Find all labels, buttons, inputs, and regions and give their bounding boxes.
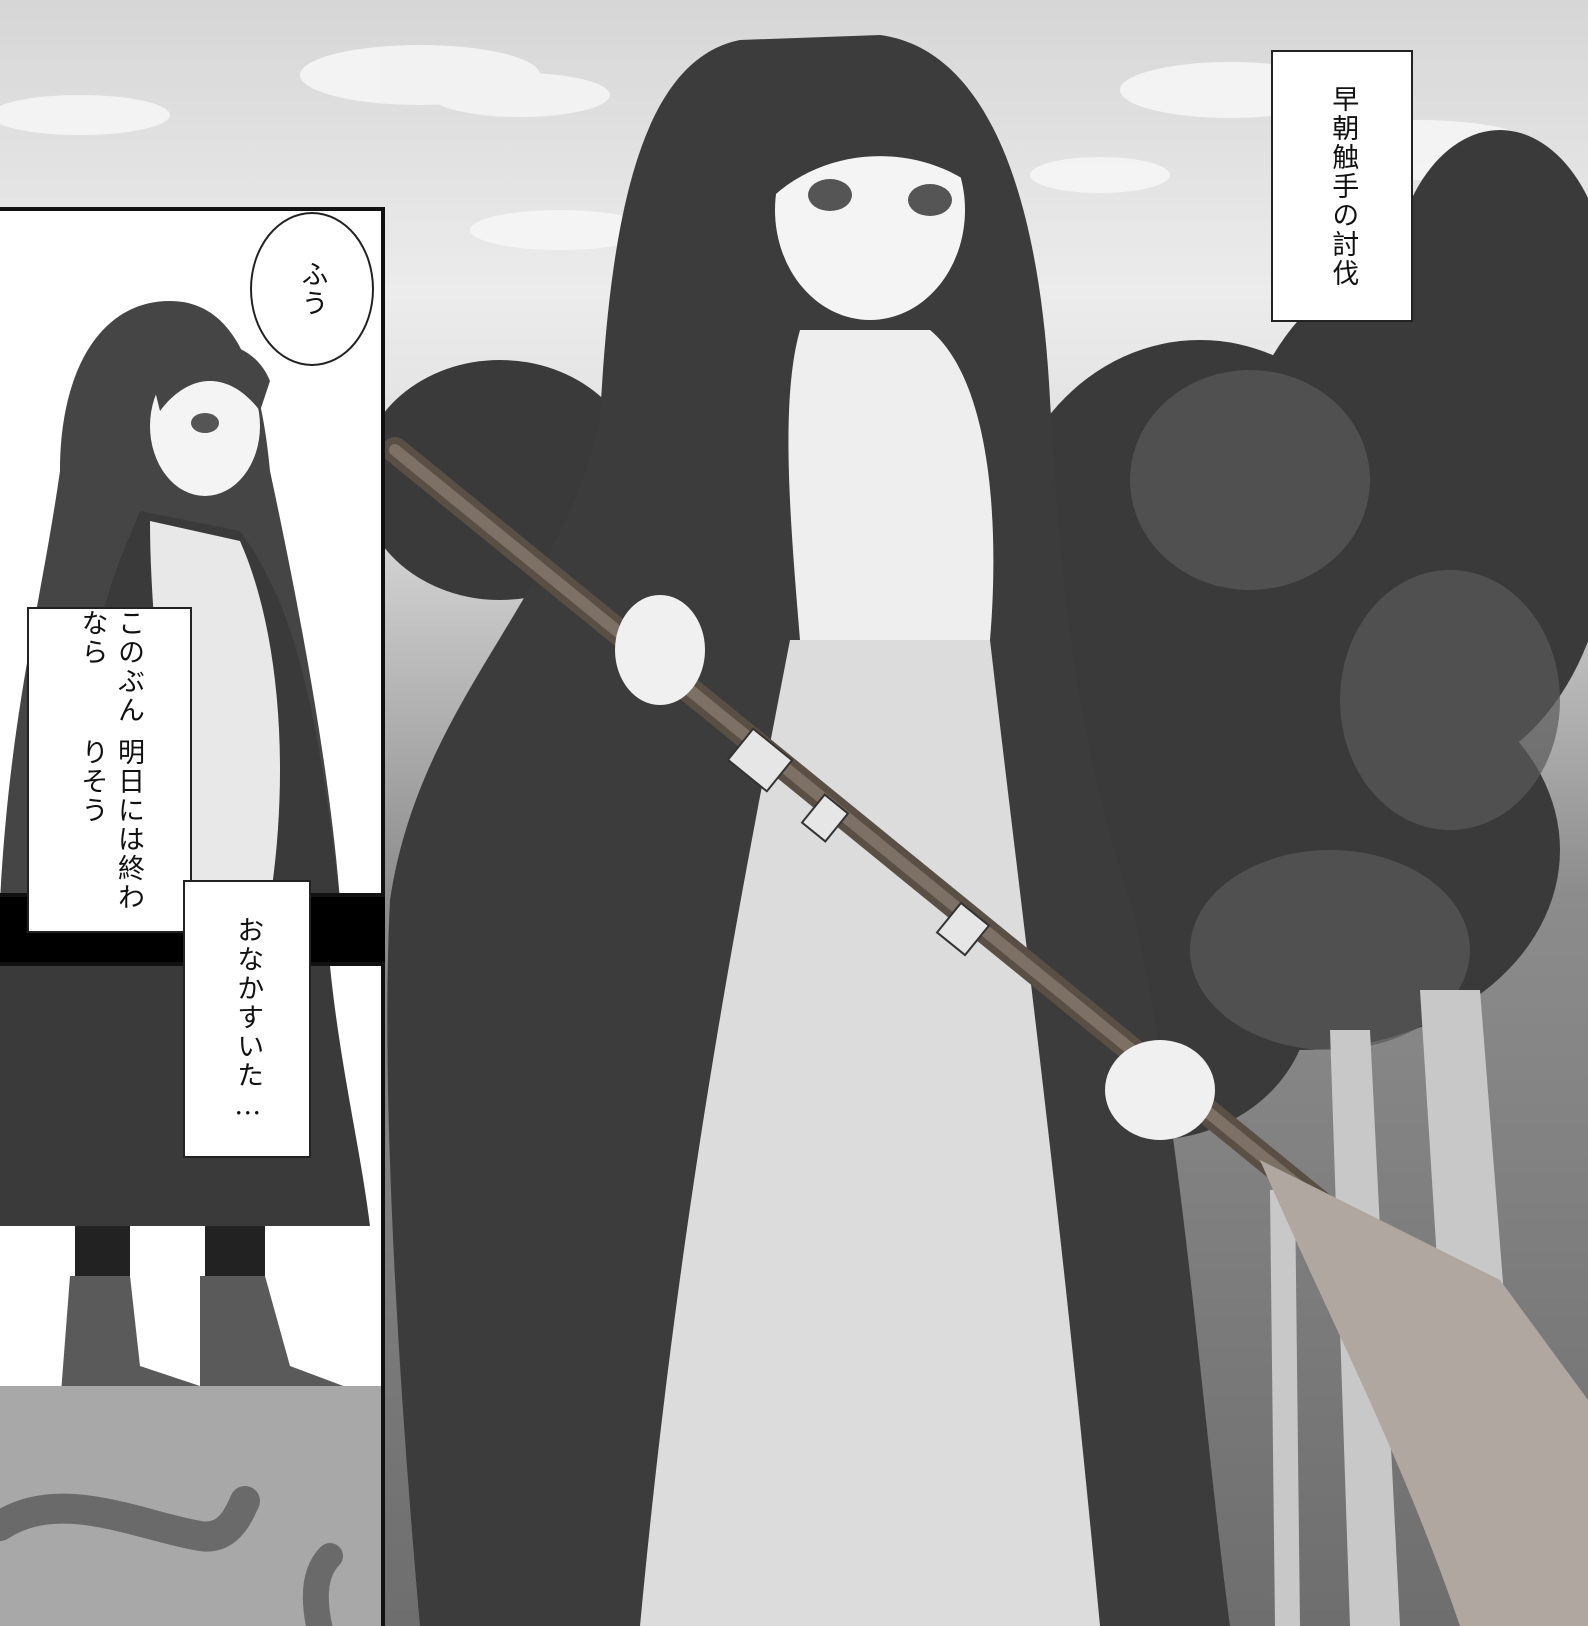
narration-box-middle: おなかすいた…: [183, 880, 311, 1158]
figure-dress: [640, 640, 1100, 1626]
figure-blouse: [788, 330, 994, 640]
speech-bubble-text: ふう: [296, 260, 328, 318]
narration-line-2: 触手の討伐: [1327, 142, 1359, 288]
narration-box-left: このぶんなら 明日には終わりそう: [27, 607, 192, 933]
narration-line-1: 早朝: [1327, 84, 1359, 143]
broom-head: [1260, 1160, 1588, 1626]
narration-line-1: このぶんなら: [76, 609, 144, 725]
speech-bubble: ふう: [250, 212, 374, 366]
narration-text: おなかすいた…: [232, 915, 264, 1123]
narration-line-2: 明日には終わりそう: [76, 737, 144, 912]
narration-box-top-right: 早朝 触手の討伐: [1271, 50, 1413, 322]
